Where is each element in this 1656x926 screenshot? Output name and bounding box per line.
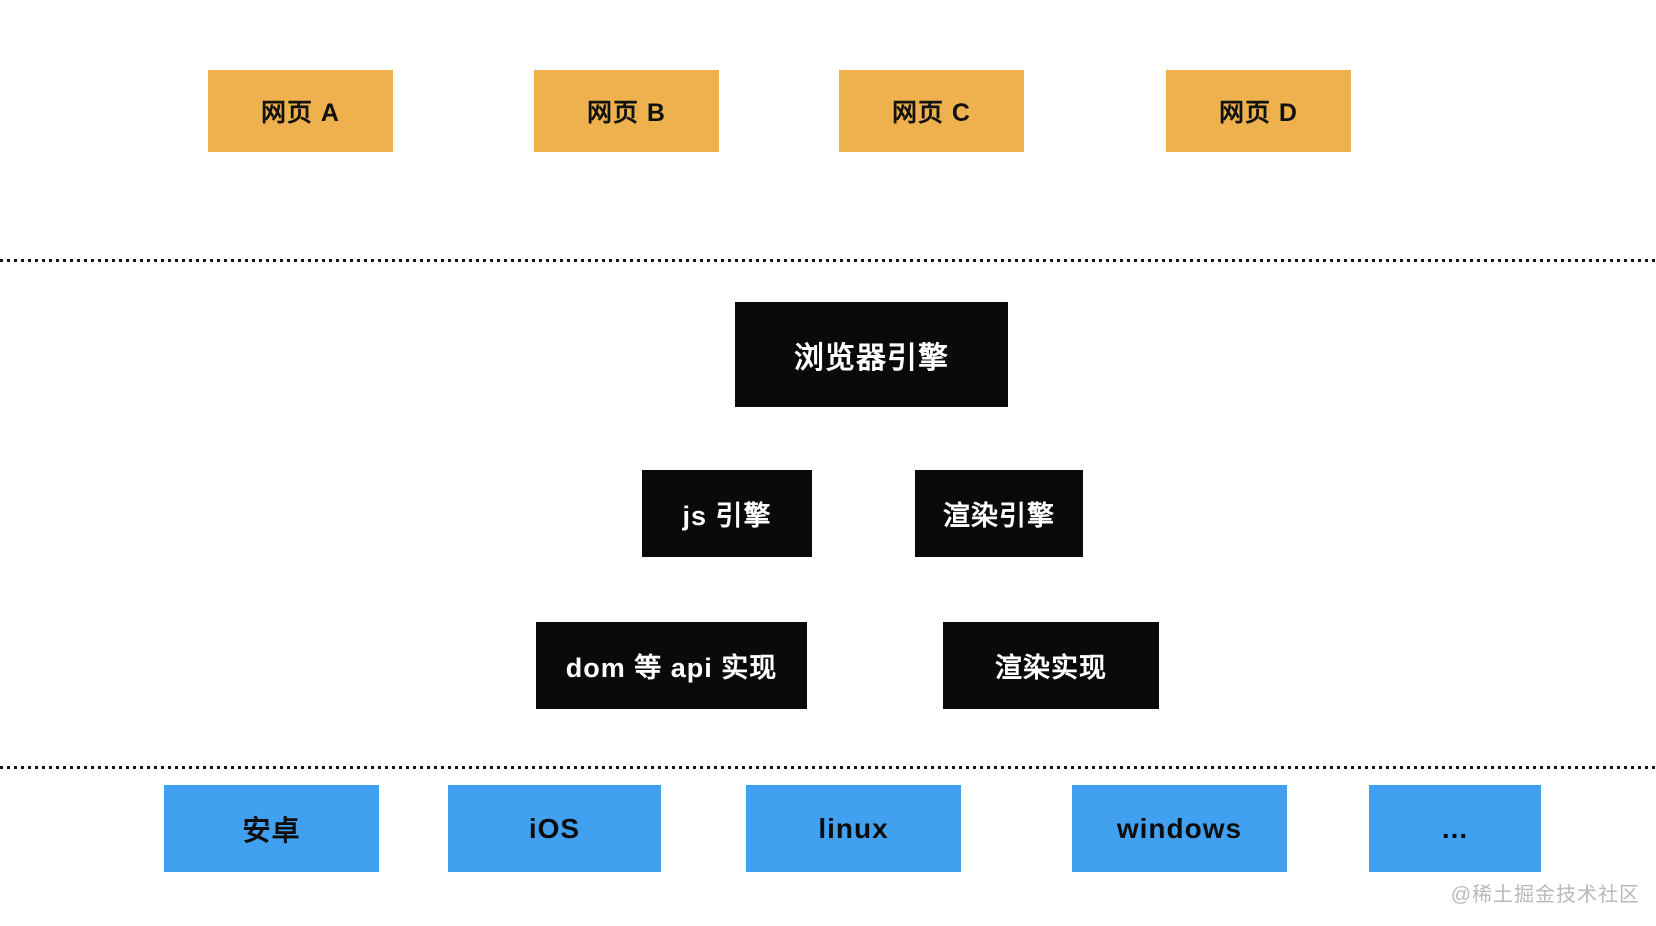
webpage-a-label: 网页 A: [260, 99, 340, 127]
dom-api-implementation-box: dom 等 api 实现: [536, 622, 807, 709]
render-engine-box: 渲染引擎: [915, 470, 1083, 557]
webpage-d-box: 网页 D: [1166, 70, 1351, 152]
platform-linux-label: linux: [818, 812, 889, 844]
render-engine-label: 渲染引擎: [943, 501, 1055, 531]
platform-windows-box: windows: [1072, 785, 1287, 872]
platform-windows-label: windows: [1116, 812, 1243, 844]
browser-engine-label: 浏览器引擎: [794, 341, 949, 375]
webpage-b-box: 网页 B: [534, 70, 719, 152]
render-implementation-box: 渲染实现: [943, 622, 1159, 709]
dotted-divider-top: [0, 259, 1656, 262]
webpage-d-label: 网页 D: [1218, 99, 1298, 127]
platform-ios-box: iOS: [448, 785, 661, 872]
js-engine-box: js 引擎: [642, 470, 812, 557]
platform-android-box: 安卓: [164, 785, 379, 872]
webpage-c-label: 网页 C: [891, 99, 971, 127]
platform-ios-label: iOS: [528, 812, 581, 844]
js-engine-label: js 引擎: [682, 501, 772, 531]
webpage-c-box: 网页 C: [839, 70, 1024, 152]
render-implementation-label: 渲染实现: [995, 653, 1107, 683]
juejin-watermark: @稀土掘金技术社区: [1450, 884, 1640, 906]
webpage-b-label: 网页 B: [586, 99, 666, 127]
browser-engine-box: 浏览器引擎: [735, 302, 1008, 407]
platform-more-box: ...: [1369, 785, 1541, 872]
platform-linux-box: linux: [746, 785, 961, 872]
platform-android-label: 安卓: [242, 814, 301, 846]
dom-api-implementation-label: dom 等 api 实现: [565, 653, 778, 683]
dotted-divider-bottom: [0, 766, 1656, 769]
webpage-a-box: 网页 A: [208, 70, 393, 152]
platform-more-label: ...: [1441, 812, 1469, 844]
